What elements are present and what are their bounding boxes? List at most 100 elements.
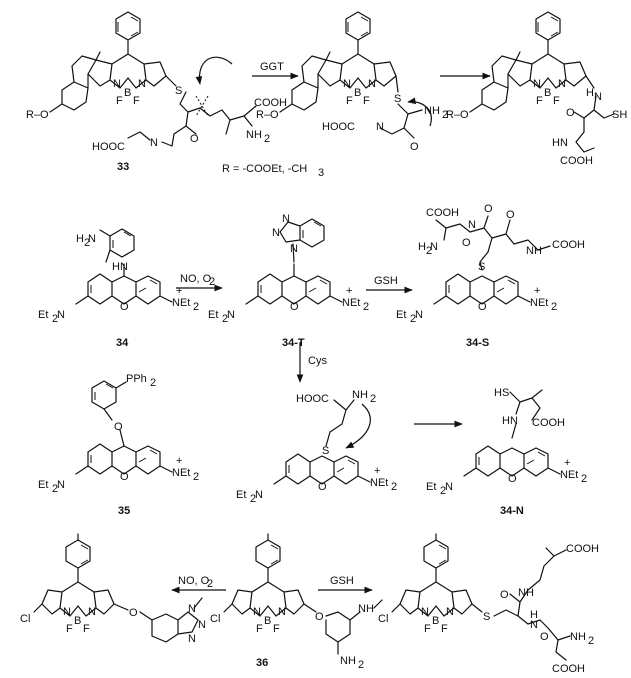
structure-34-N <box>463 389 561 477</box>
atom-label: N <box>57 479 65 491</box>
atom-label: B <box>544 87 551 99</box>
atom-label: N <box>446 606 454 618</box>
atom-label: NH <box>570 631 586 643</box>
atom-label: H <box>418 241 426 253</box>
atom-label: R–O <box>256 109 279 121</box>
atom-label: B <box>124 87 131 99</box>
reagent-gsh: GSH <box>374 275 398 287</box>
atom-label: H <box>530 609 538 621</box>
atom-label: 2 <box>426 245 432 257</box>
atom-label: H <box>76 233 84 245</box>
atom-label: N <box>468 219 476 231</box>
atom-label: COOH <box>552 663 585 675</box>
atom-label: O <box>114 421 123 433</box>
atom-label: O <box>315 611 324 623</box>
atom-label: F <box>133 95 140 107</box>
atom-label: O <box>120 471 129 483</box>
atom-label: Cl <box>378 613 388 625</box>
atom-label: 2 <box>193 471 199 483</box>
atom-label: Cl <box>210 613 220 625</box>
atom-label: 2 <box>264 133 270 145</box>
reagent-gsh-b: GSH <box>330 575 354 587</box>
atom-label: Et <box>426 481 436 493</box>
atom-label: Et <box>38 309 48 321</box>
atom-label: NEt <box>560 469 578 481</box>
atom-label: F <box>424 623 431 635</box>
atom-label: COOH <box>552 239 585 251</box>
atom-label: 2 <box>222 313 228 325</box>
atom-label: N <box>272 227 280 239</box>
atom-label: NEt <box>342 297 360 309</box>
atom-label: COOH <box>254 97 287 109</box>
atom-label: 2 <box>410 313 416 325</box>
atom-label: NEt <box>172 297 190 309</box>
atom-label: O <box>290 301 299 313</box>
compound-label-34-N: 34-N <box>500 505 524 517</box>
atom-label: O <box>566 107 575 119</box>
atom-label: Et <box>38 479 48 491</box>
atom-label: HOOC <box>296 393 329 405</box>
atom-label: S <box>175 85 182 97</box>
atom-label: 2 <box>84 237 90 249</box>
atom-label: 2 <box>440 485 446 497</box>
atom-label: F <box>273 623 280 635</box>
atom-label: F <box>553 95 560 107</box>
atom-label: 2 <box>588 635 594 647</box>
reagent-ggt: GGT <box>260 61 284 73</box>
atom-label: HN <box>112 261 128 273</box>
atom-label: S <box>478 261 485 273</box>
atom-label: F <box>83 623 90 635</box>
atom-label: 2 <box>581 473 587 485</box>
atom-label: + <box>176 455 182 467</box>
atom-label: HOOC <box>92 141 125 153</box>
structure-36 <box>223 533 361 655</box>
atom-label: COOH <box>560 155 593 167</box>
compound-label-34: 34 <box>116 337 129 349</box>
reagent-no-o2: NO, O <box>180 273 212 285</box>
atom-label: 2 <box>442 109 448 121</box>
atom-label: F <box>536 95 543 107</box>
atom-label: N <box>278 606 286 618</box>
atom-label: NH <box>526 245 542 257</box>
structure-36-no-product <box>33 533 199 643</box>
atom-label: O <box>190 133 199 145</box>
atom-label: NH <box>340 655 356 667</box>
atom-label: 2 <box>52 313 58 325</box>
atom-label: O <box>500 589 509 601</box>
atom-label: COOH <box>426 207 459 219</box>
atom-label: F <box>346 95 353 107</box>
atom-label: H <box>586 87 594 99</box>
atom-label: NH <box>246 129 262 141</box>
atom-label: COOH <box>566 543 599 555</box>
atom-label: O <box>484 203 493 215</box>
structure-intermediate-1 <box>279 11 423 139</box>
atom-label: N <box>198 619 206 631</box>
atom-label: O <box>540 631 549 643</box>
atom-label: N <box>188 603 196 615</box>
atom-label: B <box>264 615 271 627</box>
atom-label: F <box>256 623 263 635</box>
atom-label: F <box>441 623 448 635</box>
footnote-sub: 3 <box>318 167 324 179</box>
atom-label: N <box>594 91 602 103</box>
atom-label: N <box>445 481 453 493</box>
atom-label: COOH <box>532 417 565 429</box>
atom-label: B <box>74 615 81 627</box>
atom-label: N <box>113 78 121 90</box>
atom-label: 2 <box>193 301 199 313</box>
atom-label: HN <box>502 415 518 427</box>
atom-label: N <box>421 606 429 618</box>
atom-label: N <box>188 633 196 645</box>
atom-label: N <box>88 233 96 245</box>
compound-label-36: 36 <box>256 657 268 669</box>
atom-label: O <box>508 473 517 485</box>
structure-33 <box>49 11 257 147</box>
atom-label: Et <box>236 489 246 501</box>
structure-35 <box>75 380 173 475</box>
atom-label: 2 <box>150 377 156 389</box>
atom-label: PPh <box>126 373 147 385</box>
atom-label: NEt <box>530 297 548 309</box>
atom-label: HN <box>552 137 568 149</box>
structure-product-1 <box>469 11 615 153</box>
atom-label: N <box>343 78 351 90</box>
